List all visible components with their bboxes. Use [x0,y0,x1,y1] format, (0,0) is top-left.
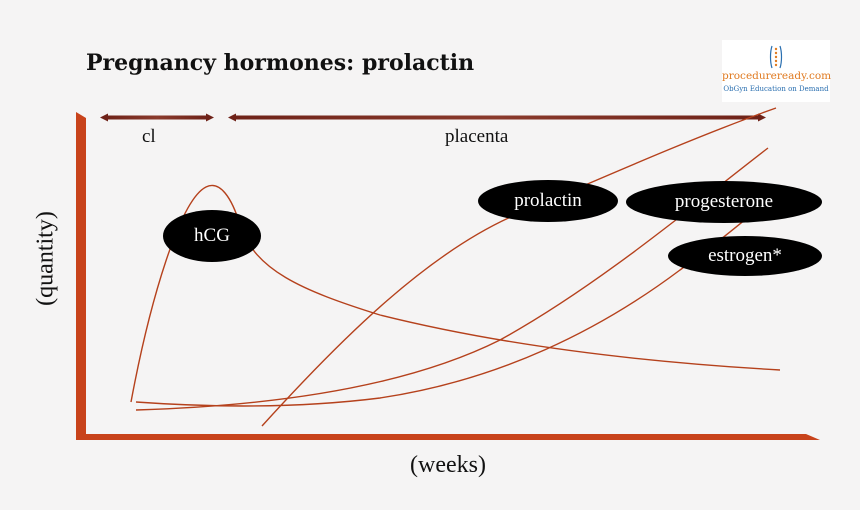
progesterone-label: progesterone [626,181,822,223]
prolactin-label: prolactin [478,180,618,222]
placenta-phase-arrow [228,113,766,122]
x-axis-label: (weeks) [410,452,486,478]
logo-tagline: ObGyn Education on Demand [723,85,829,93]
y-axis-label: (quantity) [32,211,59,306]
placenta-phase-label: placenta [445,126,509,147]
hcg-label: hCG [163,210,261,262]
cl-phase-arrow [100,113,214,122]
x-axis [76,434,820,440]
page-title: Pregnancy hormones: prolactin [86,50,475,76]
estrogen-label: estrogen* [668,236,822,276]
cl-phase-label: cl [142,126,156,147]
logo-name: procedureready.com [722,70,832,82]
y-axis [76,112,86,440]
brand-logo: procedureready.com ObGyn Education on De… [722,40,832,102]
spine-icon [769,45,783,69]
